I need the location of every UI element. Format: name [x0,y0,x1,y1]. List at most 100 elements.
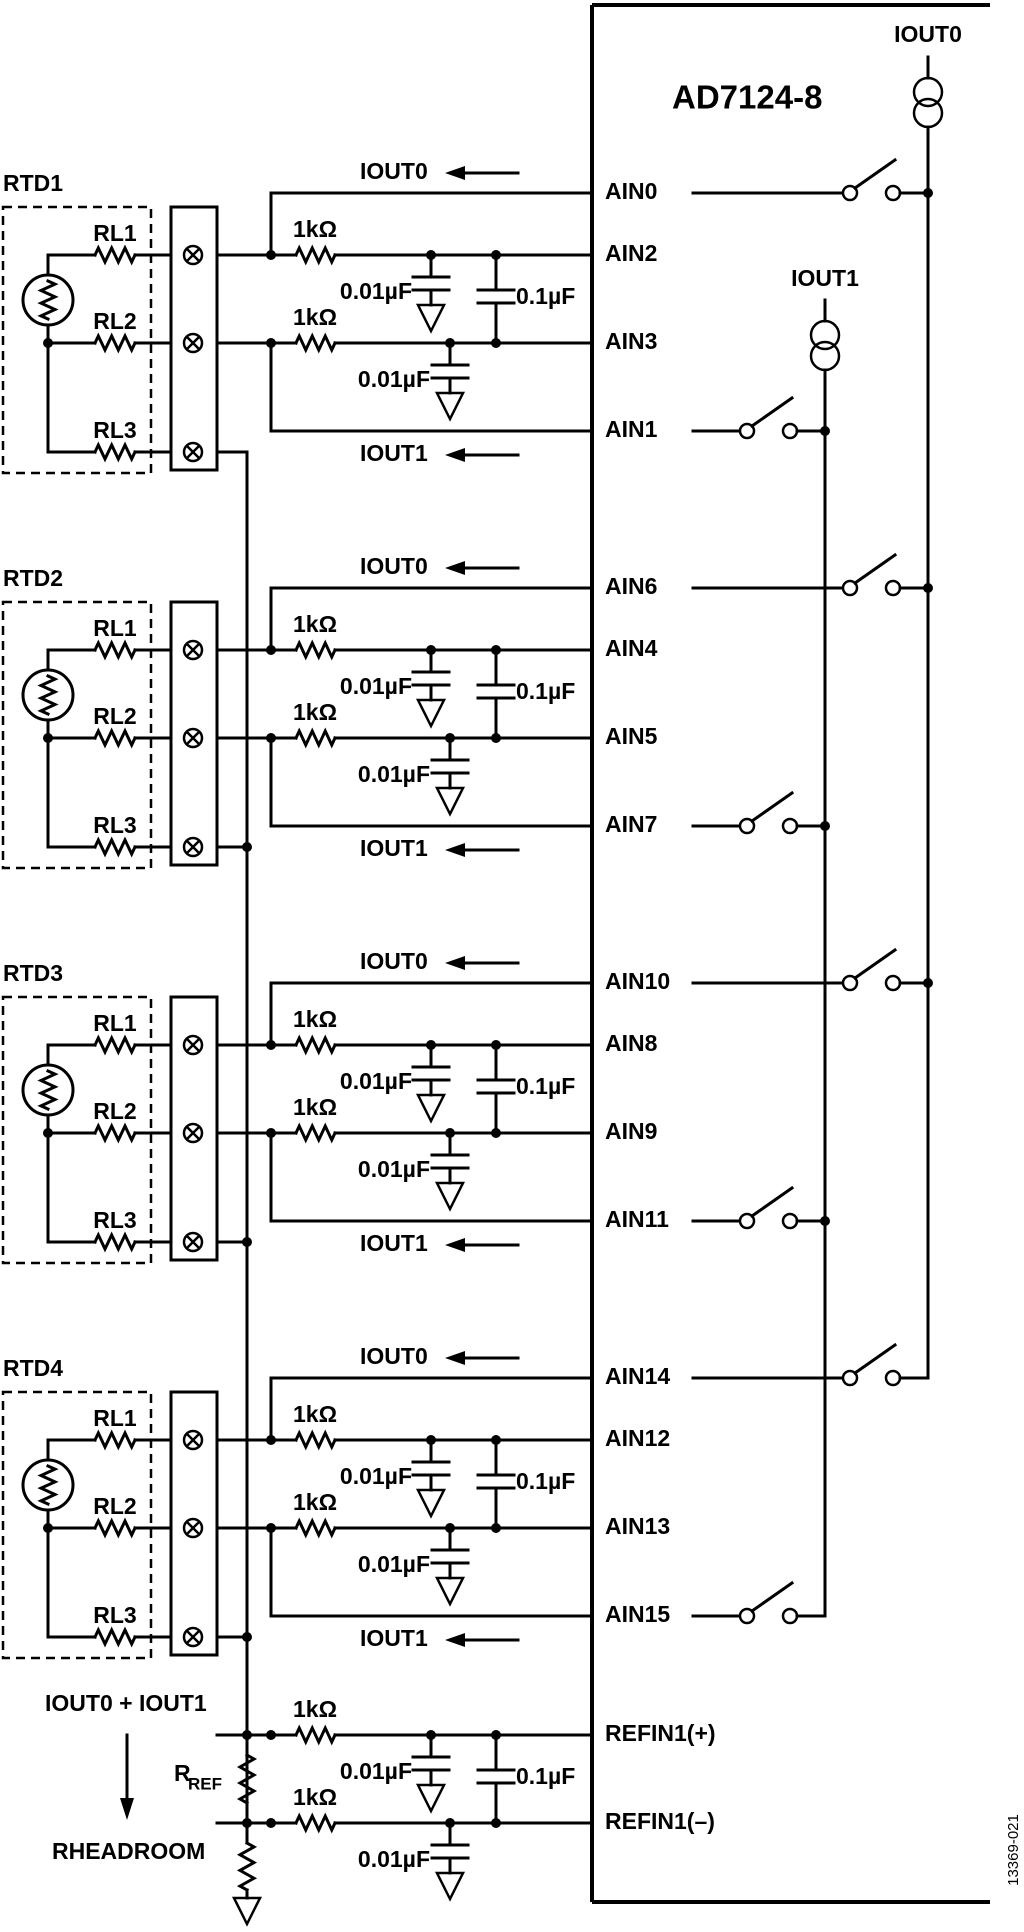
resistor-label: 1kΩ [293,611,337,637]
junction-dot [266,1128,276,1138]
capacitor-label: 0.1µF [516,1468,575,1494]
switch-lever [749,395,795,429]
pin-label: AIN10 [605,968,670,994]
series-resistor-1k [294,727,337,749]
junction-dot [266,1818,276,1828]
rtd-dashed-box [1,600,153,870]
terminal-cross [186,1235,200,1249]
switch-contact [738,422,756,440]
lead-resistor-label: RL3 [93,417,136,443]
series-resistor-1k [294,244,337,266]
capacitor-label: 0.01µF [340,1068,412,1094]
rtd-dashed-box [1,995,153,1265]
iout0-direction-label: IOUT0 [360,553,428,579]
terminal-screw-icon [182,244,204,266]
resistor-label: 1kΩ [293,1489,337,1515]
terminal-cross [186,445,200,459]
series-resistor-1k [294,1429,337,1451]
iout1-direction-label: IOUT1 [360,440,428,466]
current-source-icon [912,97,944,129]
junction-dot [923,583,933,593]
pin-label: AIN14 [605,1363,670,1389]
lead-resistor [93,1122,137,1144]
switch-contact [738,817,756,835]
terminal-screw-icon [182,332,204,354]
capacitor-label: 0.01µF [358,366,430,392]
ground-icon [415,1093,447,1124]
arrow-left-icon [445,843,465,857]
rtd-dashed-box [1,205,153,475]
lead-resistor-label: RL3 [93,1207,136,1233]
iout1-source-label: IOUT1 [791,265,859,291]
lead-resistor-label: RL2 [93,703,136,729]
iout1-direction-label: IOUT1 [360,1625,428,1651]
junction-dot [242,1237,252,1247]
resistor-label: 1kΩ [293,699,337,725]
junction-dot [266,1435,276,1445]
pin-label: AIN6 [605,573,657,599]
switch-contact [781,1212,799,1230]
pin-label: AIN12 [605,1425,670,1451]
iout1-direction-label: IOUT1 [360,835,428,861]
pin-label: AIN4 [605,635,658,661]
rtd-label: RTD3 [3,960,63,986]
switch-contact [841,974,859,992]
rtd-resistor [37,1069,59,1111]
switch-lever [852,947,898,981]
ground-icon [415,698,447,729]
current-source-icon [809,319,841,351]
terminal-cross [186,1433,200,1447]
iout0-direction-label: IOUT0 [360,1343,428,1369]
junction-dot [820,1216,830,1226]
terminal-block [169,600,219,867]
series-resistor-1k [294,1034,337,1056]
lead-resistor [93,639,137,661]
switch-contact [781,817,799,835]
rref-label: R [174,1760,191,1786]
junction-dot [266,1730,276,1740]
terminal-screw-icon [182,1231,204,1253]
pin-label: AIN9 [605,1118,657,1144]
current-source-icon [809,340,841,372]
junction-dot [820,821,830,831]
junction-dot [266,250,276,260]
pin-label: REFIN1(+) [605,1720,716,1746]
capacitor-label: 0.01µF [340,1758,412,1784]
junction-dot [923,188,933,198]
ground-icon [434,1181,466,1212]
series-resistor-1k [294,1724,337,1746]
switch-contact [841,184,859,202]
rheadroom-label: RHEADROOM [52,1838,205,1864]
terminal-cross [186,1630,200,1644]
ground-icon [415,1783,447,1814]
lead-resistor-label: RL3 [93,1602,136,1628]
terminal-cross [186,731,200,745]
capacitor-label: 0.1µF [516,283,575,309]
terminal-cross [186,1038,200,1052]
capacitor-label: 0.01µF [340,278,412,304]
resistor-label: 1kΩ [293,1696,337,1722]
lead-resistor-label: RL2 [93,1098,136,1124]
terminal-screw-icon [182,639,204,661]
switch-contact [738,1607,756,1625]
rtd-resistor [37,279,59,321]
lead-resistor [93,244,137,266]
series-resistor-1k [294,639,337,661]
ground-icon [415,1488,447,1519]
terminal-screw-icon [182,727,204,749]
junction-dot [266,1523,276,1533]
lead-resistor [93,441,137,463]
lead-resistor-label: RL2 [93,1493,136,1519]
pin-label: AIN13 [605,1513,670,1539]
switch-contact [884,184,902,202]
terminal-block [169,1390,219,1657]
arrow-left-icon [445,956,465,970]
switch-lever [852,552,898,586]
rtd-label: RTD4 [3,1355,63,1381]
terminal-cross [186,248,200,262]
terminal-screw-icon [182,1517,204,1539]
arrow-left-icon [445,448,465,462]
ground-icon [415,303,447,334]
capacitor-label: 0.1µF [516,678,575,704]
capacitor-label: 0.01µF [358,1551,430,1577]
